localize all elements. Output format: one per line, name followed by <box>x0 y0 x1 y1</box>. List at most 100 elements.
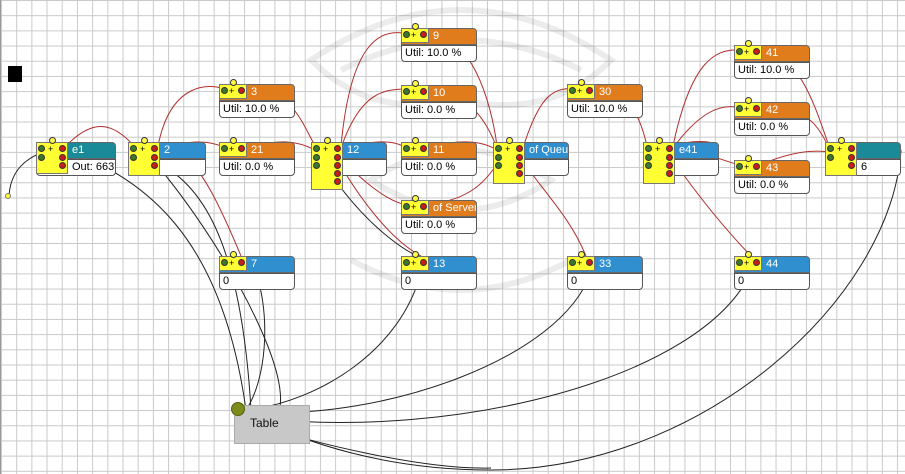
plus-icon: + <box>411 87 417 97</box>
input-port[interactable] <box>736 105 743 112</box>
top-port[interactable] <box>230 79 237 86</box>
output-port[interactable] <box>516 154 523 161</box>
table-block[interactable]: Table <box>234 405 310 444</box>
input-port[interactable] <box>495 154 502 161</box>
top-port[interactable] <box>230 137 237 144</box>
top-port[interactable] <box>745 40 752 47</box>
input-port[interactable] <box>403 31 410 38</box>
input-port[interactable] <box>736 259 743 266</box>
top-port[interactable] <box>656 137 663 144</box>
output-port[interactable] <box>848 162 855 169</box>
top-port[interactable] <box>745 155 752 162</box>
wire-c7-table <box>245 271 266 411</box>
input-port[interactable] <box>827 145 834 152</box>
input-port[interactable] <box>569 87 576 94</box>
output-port[interactable] <box>753 163 760 170</box>
output-port[interactable] <box>334 178 341 185</box>
output-port[interactable] <box>59 162 66 169</box>
input-port[interactable] <box>130 145 137 152</box>
top-port[interactable] <box>412 23 419 30</box>
input-port[interactable] <box>645 162 652 169</box>
input-port[interactable] <box>38 145 45 152</box>
output-port[interactable] <box>334 162 341 169</box>
node-body: 0 <box>219 273 295 290</box>
output-port[interactable] <box>334 170 341 177</box>
node-body: 0 <box>734 273 810 290</box>
output-port[interactable] <box>848 145 855 152</box>
input-port[interactable] <box>495 145 502 152</box>
output-port[interactable] <box>753 105 760 112</box>
input-port[interactable] <box>313 162 320 169</box>
top-port[interactable] <box>578 251 585 258</box>
top-port[interactable] <box>49 137 56 144</box>
entry-port[interactable] <box>5 193 11 199</box>
output-port[interactable] <box>666 145 673 152</box>
output-port[interactable] <box>151 154 158 161</box>
output-port[interactable] <box>59 154 66 161</box>
top-port[interactable] <box>412 195 419 202</box>
output-port[interactable] <box>420 259 427 266</box>
plus-icon: + <box>411 258 417 268</box>
input-port[interactable] <box>569 259 576 266</box>
plus-icon: + <box>229 86 235 96</box>
output-port[interactable] <box>151 162 158 169</box>
output-port[interactable] <box>420 145 427 152</box>
input-port[interactable] <box>221 259 228 266</box>
table-port[interactable] <box>231 402 245 416</box>
input-port[interactable] <box>403 259 410 266</box>
output-port[interactable] <box>666 162 673 169</box>
output-port[interactable] <box>334 154 341 161</box>
plus-icon: + <box>655 144 661 154</box>
input-port[interactable] <box>313 145 320 152</box>
output-port[interactable] <box>238 259 245 266</box>
input-port[interactable] <box>645 145 652 152</box>
output-port[interactable] <box>420 88 427 95</box>
top-port[interactable] <box>578 79 585 86</box>
top-port[interactable] <box>141 137 148 144</box>
output-port[interactable] <box>420 203 427 210</box>
output-port[interactable] <box>848 154 855 161</box>
input-port[interactable] <box>403 88 410 95</box>
output-port[interactable] <box>238 87 245 94</box>
node-body: Util: 0.0 % <box>401 217 477 234</box>
top-port[interactable] <box>838 137 845 144</box>
input-port[interactable] <box>495 162 502 169</box>
input-port[interactable] <box>736 163 743 170</box>
input-port[interactable] <box>645 154 652 161</box>
input-port[interactable] <box>221 145 228 152</box>
output-port[interactable] <box>238 145 245 152</box>
output-port[interactable] <box>586 87 593 94</box>
top-port[interactable] <box>412 80 419 87</box>
input-port[interactable] <box>221 87 228 94</box>
top-port[interactable] <box>230 251 237 258</box>
node-body: Util: 0.0 % <box>734 119 810 136</box>
output-port[interactable] <box>666 154 673 161</box>
output-port[interactable] <box>666 170 673 177</box>
output-port[interactable] <box>151 145 158 152</box>
output-port[interactable] <box>753 259 760 266</box>
top-port[interactable] <box>745 251 752 258</box>
output-port[interactable] <box>516 170 523 177</box>
input-port[interactable] <box>403 145 410 152</box>
output-port[interactable] <box>516 145 523 152</box>
output-port[interactable] <box>516 162 523 169</box>
top-port[interactable] <box>324 137 331 144</box>
top-port[interactable] <box>506 137 513 144</box>
output-port[interactable] <box>59 145 66 152</box>
input-port[interactable] <box>313 154 320 161</box>
output-port[interactable] <box>586 259 593 266</box>
top-port[interactable] <box>412 137 419 144</box>
input-port[interactable] <box>736 48 743 55</box>
input-port[interactable] <box>130 154 137 161</box>
output-port[interactable] <box>334 145 341 152</box>
top-port[interactable] <box>745 97 752 104</box>
top-port[interactable] <box>412 251 419 258</box>
input-port[interactable] <box>403 203 410 210</box>
input-port[interactable] <box>38 154 45 161</box>
plus-icon: + <box>411 202 417 212</box>
output-port[interactable] <box>420 31 427 38</box>
wire-q12-s9 <box>340 32 404 147</box>
input-port[interactable] <box>827 154 834 161</box>
output-port[interactable] <box>753 48 760 55</box>
